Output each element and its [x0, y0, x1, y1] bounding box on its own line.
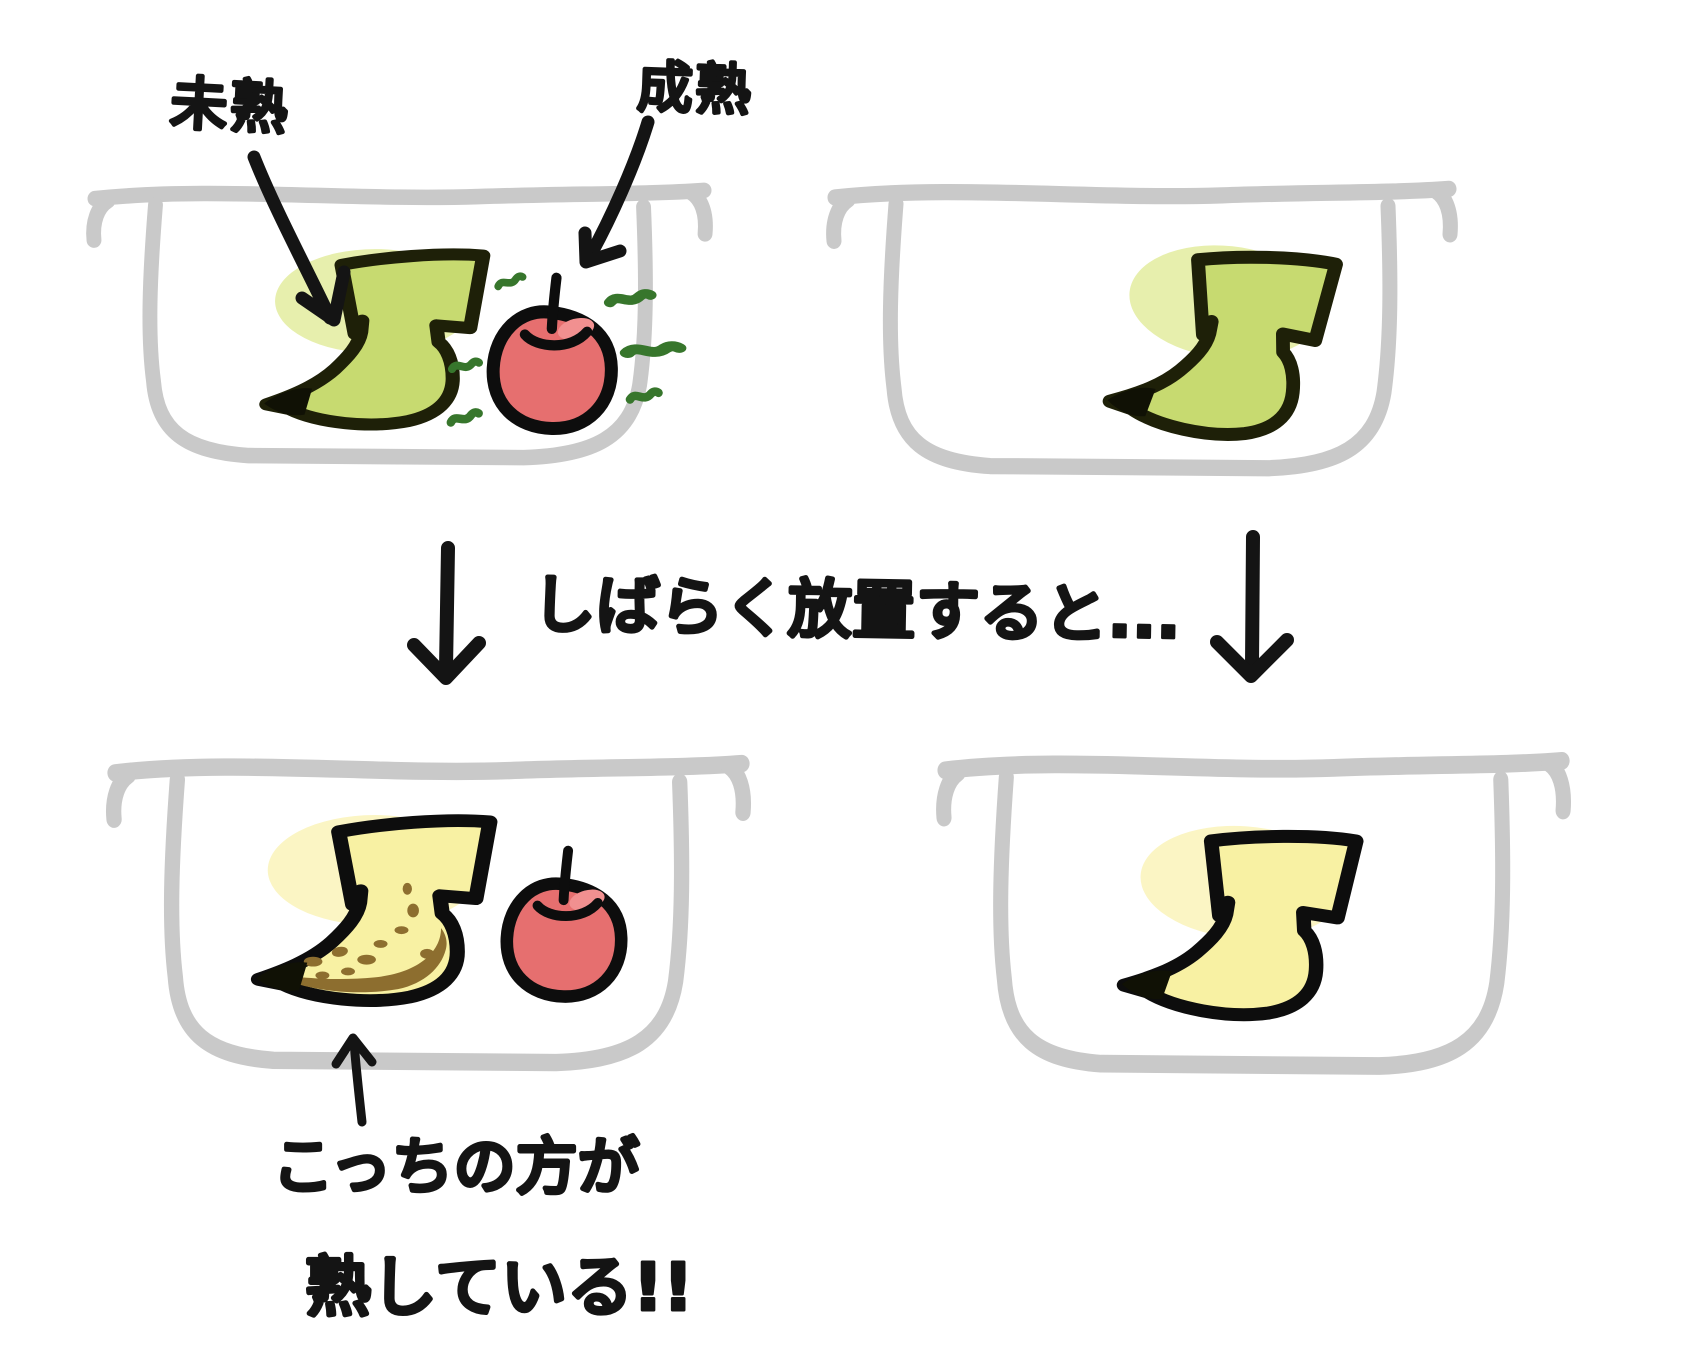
label-result-line2: 熟している!!	[305, 1249, 693, 1326]
ripe-apple-bottom-left	[507, 851, 621, 997]
unripe-banana-top-right	[1105, 235, 1337, 445]
mature-label-arrow	[578, 115, 655, 269]
unripe-banana-top-left	[264, 249, 483, 424]
label-unripe: 未熟	[168, 69, 291, 143]
down-arrow-right	[1210, 530, 1294, 683]
down-arrow-left	[407, 541, 486, 685]
label-wait: しばらく放置すると...	[531, 569, 1181, 654]
ripened-banana-bottom-left	[256, 815, 490, 1001]
ripened-banana-bottom-right	[1120, 818, 1357, 1022]
label-result-line1: こっちの方が	[272, 1130, 640, 1203]
label-mature: 成熟	[636, 55, 754, 124]
ripe-apple-top-left	[493, 278, 611, 429]
container-top-right	[834, 189, 1451, 468]
unripe-label-arrow	[247, 150, 351, 327]
up-arrow-result	[331, 1033, 377, 1127]
